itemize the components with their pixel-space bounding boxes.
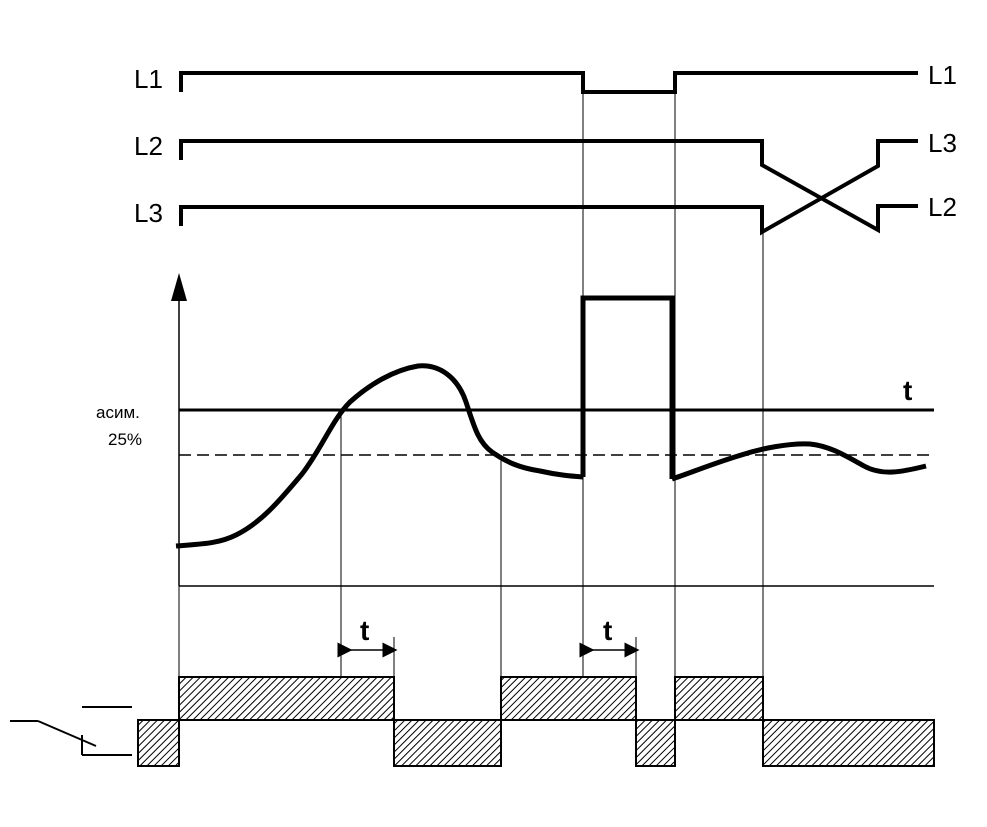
threshold-time-marker: t <box>903 375 912 406</box>
phase-label-l1-left: L1 <box>134 64 163 94</box>
phase-label-l2-left: L2 <box>134 131 163 161</box>
phase-trace-l1 <box>179 71 918 94</box>
relay-state-high-2 <box>500 676 637 721</box>
delay-label-2: t <box>603 615 612 646</box>
relay-state-high-1 <box>178 676 395 721</box>
phase-trace-l3 <box>179 139 918 236</box>
relay-state-low-2 <box>393 719 502 767</box>
phase-trace-l2 <box>179 139 918 234</box>
relay-state-low-1 <box>137 719 180 767</box>
relay-state-low-4 <box>762 719 935 767</box>
relay-contact-icon <box>10 706 132 756</box>
threshold-label-asym: асим. <box>96 403 140 422</box>
threshold-label-percent: 25% <box>108 430 142 449</box>
relay-state-high-3 <box>674 676 764 721</box>
relay-state-low-3 <box>635 719 676 767</box>
phase-label-l3-right: L3 <box>928 128 957 158</box>
asymmetry-curve <box>175 363 584 549</box>
phase-label-l1-right: L1 <box>928 60 957 90</box>
arrow-up-icon <box>171 273 187 301</box>
asymmetry-spike <box>580 295 675 479</box>
delay-label-1: t <box>360 615 369 646</box>
phase-label-l2-right: L2 <box>928 192 957 222</box>
asymmetry-curve-tail <box>671 441 927 482</box>
phase-label-l3-left: L3 <box>134 198 163 228</box>
